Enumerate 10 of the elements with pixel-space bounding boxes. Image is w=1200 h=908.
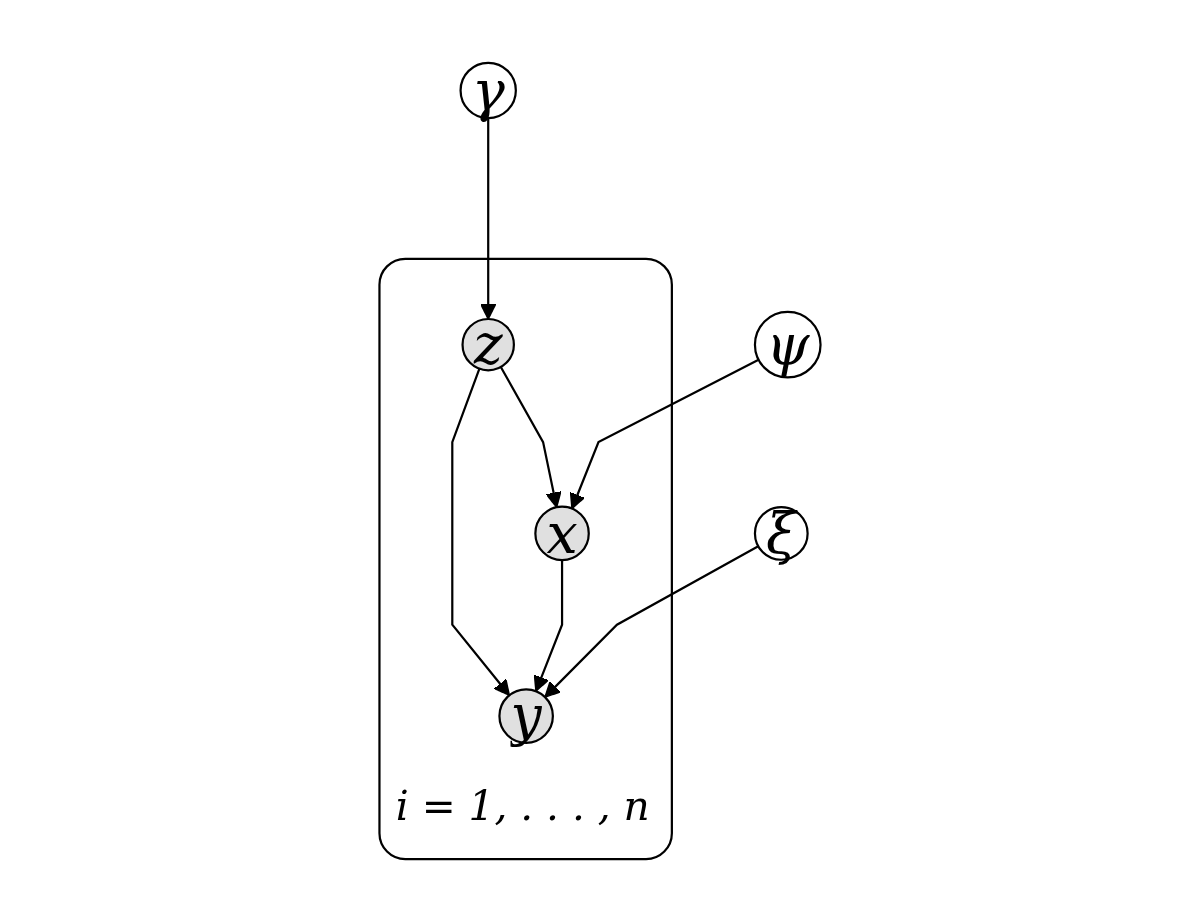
- node-circle: γ: [459, 61, 517, 120]
- arrow: [544, 545, 759, 698]
- arrow: [569, 358, 760, 510]
- arrow: [480, 118, 497, 320]
- node-circle: ψ: [753, 310, 822, 379]
- node-circle: z: [461, 317, 515, 372]
- arrow: [533, 560, 564, 692]
- arrow: [451, 368, 511, 696]
- arrow: [499, 366, 562, 508]
- node-circle: x: [534, 505, 590, 562]
